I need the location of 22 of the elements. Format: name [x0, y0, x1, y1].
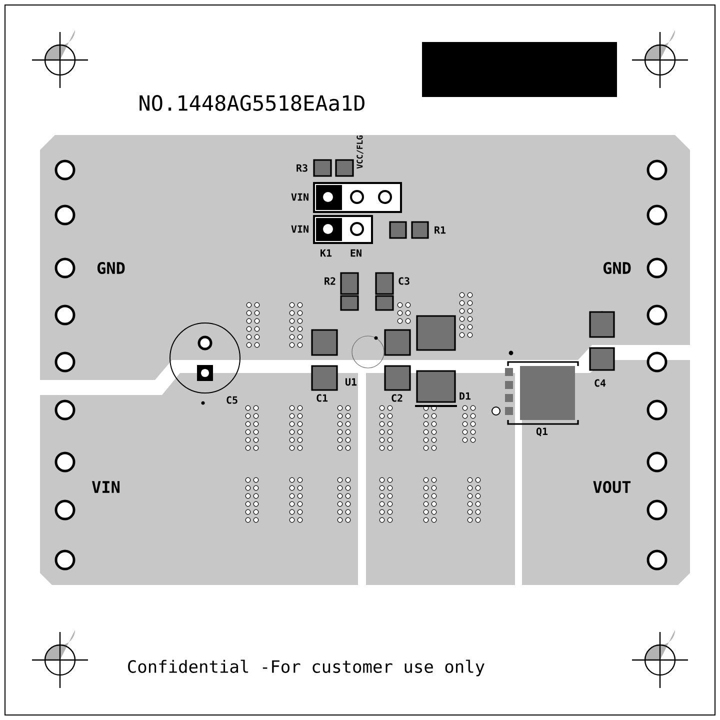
board-number: NO.1448AG5518EAa1D [140, 95, 364, 111]
pin-label: VCC/FLG [356, 136, 364, 169]
component-label: U1 [346, 378, 357, 386]
pin-label: GND [97, 262, 125, 274]
component-label: C4 [594, 379, 606, 387]
notice-text: Confidential -For customer use only [128, 660, 484, 676]
component-label: R1 [434, 226, 446, 234]
pin-label: VIN [291, 225, 308, 233]
component-label: C1 [316, 394, 328, 402]
pin-label: EN [350, 249, 362, 257]
component-label: R3 [296, 164, 308, 172]
component-label: R2 [324, 277, 336, 285]
pin-label: VIN [92, 481, 120, 493]
pin-label: K1 [320, 249, 332, 257]
component-label: C5 [226, 396, 238, 404]
pin-label: VOUT [593, 480, 631, 494]
pin-label: VIN [291, 193, 308, 201]
component-label: C2 [392, 394, 402, 402]
component-label: Q1 [536, 428, 548, 436]
component-label: C3 [398, 277, 410, 285]
component-label: D1 [460, 392, 471, 400]
pin-label: GND [603, 262, 631, 274]
